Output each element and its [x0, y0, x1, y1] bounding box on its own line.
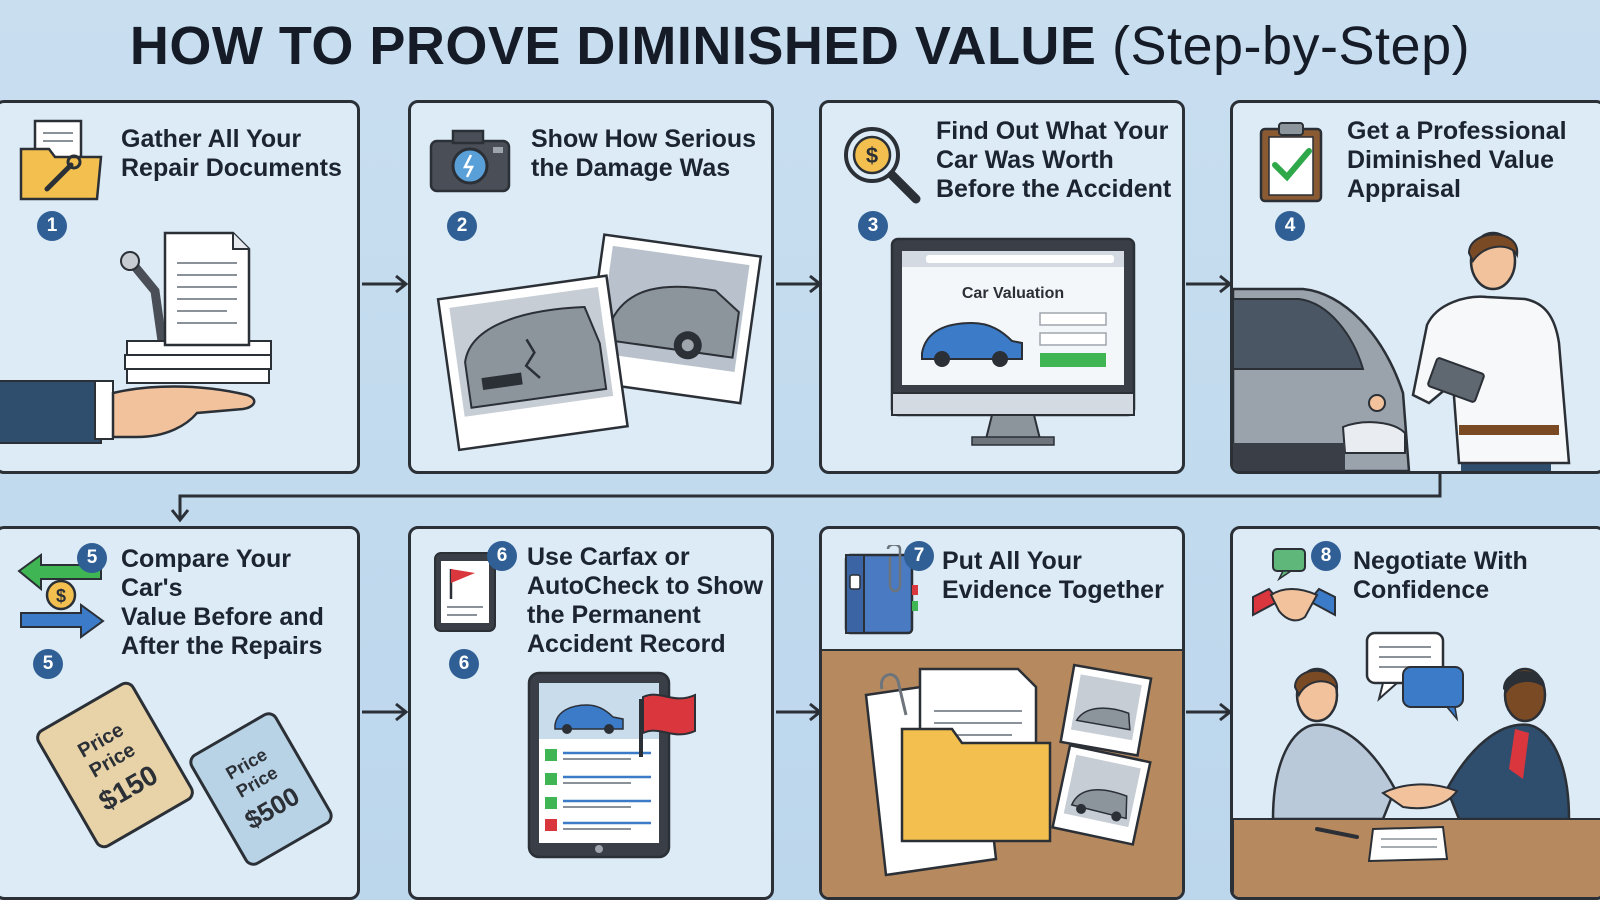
step-label-7: Put All Your Evidence Together — [942, 547, 1164, 604]
evidence-folder-illustration — [864, 663, 1153, 877]
clipboard-check-icon — [1259, 122, 1323, 203]
arrow-3-to-4 — [1186, 274, 1233, 294]
step-badge-6: 6 — [487, 541, 517, 571]
svg-text:$: $ — [56, 586, 66, 606]
step-card-7: 7 Put All Your Evidence Together — [819, 526, 1185, 900]
step-label-4: Get a Professional Diminished Value Appr… — [1347, 117, 1567, 203]
step-label-2: Show How Serious the Damage Was — [531, 125, 757, 182]
step-card-2: Show How Serious the Damage Was 2 — [408, 100, 774, 474]
arrow-2-to-3 — [776, 274, 823, 294]
step-label-6: Use Carfax or AutoCheck to Show the Perm… — [527, 543, 764, 658]
title-main: HOW TO PROVE DIMINISHED VALUE — [129, 16, 1097, 76]
step-number-5: 5 — [33, 649, 63, 679]
step-card-1: Gather All Your Repair Documents 1 — [0, 100, 360, 474]
tablet-flag-icon — [434, 552, 496, 632]
price-tag-2: Price Price $500 — [185, 708, 337, 870]
title-sub: (Step-by-Step) — [1111, 16, 1471, 76]
svg-text:$: $ — [866, 143, 878, 168]
valuation-screen-title: Car Valuation — [961, 285, 1065, 302]
step-badge-8: 8 — [1311, 541, 1341, 571]
step-card-8: 8 Negotiate With Confidence — [1230, 526, 1600, 900]
appraiser-illustration — [1233, 231, 1571, 471]
binder-icon — [844, 545, 918, 635]
step-label-3: Find Out What Your Car Was Worth Before … — [936, 117, 1172, 203]
page-title: HOW TO PROVE DIMINISHED VALUE (Step-by-S… — [0, 10, 1600, 82]
step-number-3: 3 — [858, 211, 888, 241]
exchange-arrows-icon: $ — [17, 553, 105, 639]
computer-valuation-illustration — [890, 237, 1136, 446]
step-badge-5: 5 — [77, 543, 107, 573]
arrow-7-to-8 — [1186, 702, 1233, 722]
arrow-5-to-6 — [362, 702, 409, 722]
step-card-6: 6 Use Carfax or AutoCheck to Show the Pe… — [408, 526, 774, 900]
negotiation-illustration — [1233, 631, 1600, 897]
accident-record-tablet-illustration — [527, 671, 696, 859]
step-card-3: $ Find Out What Your Car Was Worth Befor… — [819, 100, 1185, 474]
step-number-1: 1 — [37, 211, 67, 241]
arrow-1-to-2 — [362, 274, 409, 294]
step-card-5: $ 5 Compare Your Car's Value Before and … — [0, 526, 360, 900]
damage-photos-illustration — [436, 233, 763, 452]
price-tag-1: Price Price $150 — [32, 678, 198, 852]
folder-wrench-icon — [19, 119, 103, 201]
step-badge-7: 7 — [904, 541, 934, 571]
camera-icon — [429, 129, 511, 193]
step-number-4: 4 — [1275, 211, 1305, 241]
dollar-magnifier-icon: $ — [844, 127, 921, 204]
step-label-1: Gather All Your Repair Documents — [121, 125, 342, 182]
step-card-4: Get a Professional Diminished Value Appr… — [1230, 100, 1600, 474]
step-number-6: 6 — [449, 649, 479, 679]
documents-in-hand-illustration — [0, 231, 272, 444]
step-number-2: 2 — [447, 211, 477, 241]
step-label-8: Negotiate With Confidence — [1353, 547, 1528, 604]
handshake-icon — [1252, 548, 1336, 622]
arrow-4-to-5 — [170, 472, 1442, 523]
step-label-5: Compare Your Car's Value Before and Afte… — [121, 545, 324, 660]
arrow-6-to-7 — [776, 702, 823, 722]
